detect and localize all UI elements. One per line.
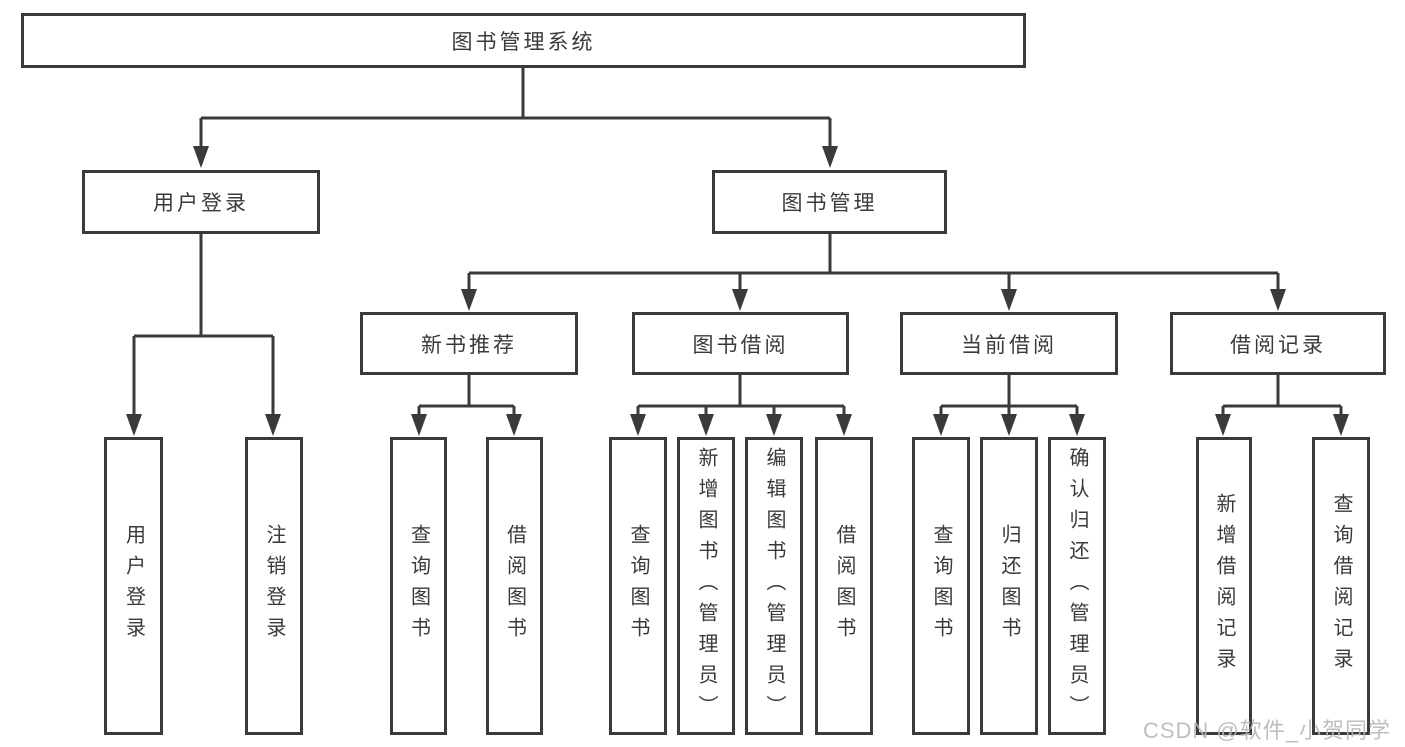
node-borrow-books-recommend: 借阅图书	[486, 437, 543, 735]
node-label: 借阅图书	[833, 524, 855, 648]
node-book-management: 图书管理	[712, 170, 947, 234]
node-label: 图书管理系统	[451, 30, 596, 54]
node-label: 确认归还（管理员）	[1066, 446, 1088, 726]
node-borrowing-records: 借阅记录	[1170, 312, 1386, 375]
connector-root-split	[199, 67, 832, 150]
node-borrow-books: 借阅图书	[815, 437, 873, 735]
connector-borrowing-records-split	[1221, 375, 1343, 420]
node-label: 新增图书（管理员）	[695, 446, 717, 726]
connector-user-login-split	[132, 234, 275, 420]
node-label: 新增借阅记录	[1213, 493, 1235, 679]
node-add-borrow-record: 新增借阅记录	[1196, 437, 1252, 735]
node-user-login-action: 用户登录	[104, 437, 163, 735]
node-logout: 注销登录	[245, 437, 303, 735]
node-label: 编辑图书（管理员）	[763, 446, 785, 726]
node-current-borrowing: 当前借阅	[900, 312, 1118, 375]
connector-current-borrowing-split	[939, 375, 1079, 420]
node-label: 图书管理	[781, 192, 878, 215]
connector-book-management-split	[467, 234, 1280, 293]
csdn-watermark: CSDN @软件_小贺同学	[1142, 718, 1391, 743]
node-label: 当前借阅	[961, 333, 1057, 357]
node-add-book-admin: 新增图书（管理员）	[677, 437, 735, 735]
node-query-books-recommend: 查询图书	[390, 437, 447, 735]
node-label: 查询图书	[930, 524, 952, 648]
node-confirm-return-admin: 确认归还（管理员）	[1048, 437, 1106, 735]
node-label: 查询图书	[627, 524, 649, 648]
node-edit-book-admin: 编辑图书（管理员）	[745, 437, 803, 735]
node-label: 用户登录	[153, 192, 249, 215]
connector-new-book-split	[417, 375, 516, 420]
node-library-management-system: 图书管理系统	[21, 13, 1026, 68]
node-label: 图书借阅	[692, 333, 789, 357]
connector-book-borrowing-split	[636, 375, 846, 420]
node-new-book-recommend: 新书推荐	[360, 312, 578, 375]
node-label: 归还图书	[998, 524, 1020, 648]
node-label: 查询图书	[407, 524, 430, 648]
node-label: 注销登录	[263, 524, 285, 648]
arrowhead-icons	[126, 146, 1349, 436]
node-book-borrowing: 图书借阅	[632, 312, 849, 375]
node-label: 借阅记录	[1230, 333, 1326, 357]
node-query-borrow-record: 查询借阅记录	[1312, 437, 1370, 735]
node-label: 新书推荐	[421, 333, 517, 357]
node-label: 用户登录	[122, 524, 145, 648]
node-user-login: 用户登录	[82, 170, 320, 234]
node-query-books-borrowing: 查询图书	[609, 437, 667, 735]
node-label: 查询借阅记录	[1330, 493, 1352, 679]
node-return-books: 归还图书	[980, 437, 1038, 735]
node-label: 借阅图书	[503, 524, 526, 648]
node-query-books-current: 查询图书	[912, 437, 970, 735]
